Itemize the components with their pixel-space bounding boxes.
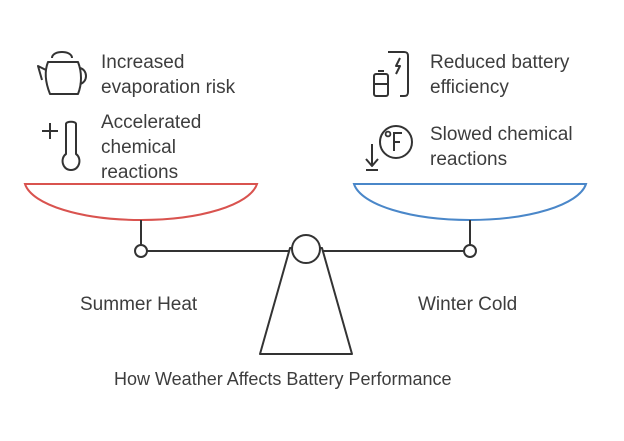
left-pan [23, 183, 259, 222]
left-item-1-text: Increased evaporation risk [101, 50, 235, 100]
left-item-1-line-1: Increased [101, 52, 185, 73]
left-item-2-line-2: chemical [101, 137, 176, 158]
kettle-icon [37, 51, 87, 95]
right-pan [352, 183, 588, 222]
fahrenheit-down-icon [365, 125, 413, 171]
left-pivot [134, 244, 148, 258]
left-label: Summer Heat [80, 294, 198, 315]
left-item-1-line-2: evaporation risk [101, 77, 236, 98]
left-item-2-text: Accelerated chemical reactions [101, 110, 201, 185]
right-item-1-text: Reduced battery efficiency [430, 50, 569, 100]
left-item-2-line-1: Accelerated [101, 112, 202, 133]
right-label: Winter Cold [418, 294, 518, 315]
thermometer-plus-icon [42, 120, 81, 171]
low-battery-phone-icon [373, 51, 409, 97]
right-item-1-line-1: Reduced battery [430, 52, 570, 73]
right-item-2-line-2: reactions [430, 149, 508, 170]
right-item-2-text: Slowed chemical reactions [430, 122, 573, 172]
fulcrum-pivot [291, 234, 321, 264]
right-item-1-line-2: efficiency [430, 77, 509, 98]
left-item-2-line-3: reactions [101, 162, 179, 183]
right-item-2-line-1: Slowed chemical [430, 124, 573, 145]
right-pivot [463, 244, 477, 258]
diagram-title: How Weather Affects Battery Performance [114, 369, 452, 389]
